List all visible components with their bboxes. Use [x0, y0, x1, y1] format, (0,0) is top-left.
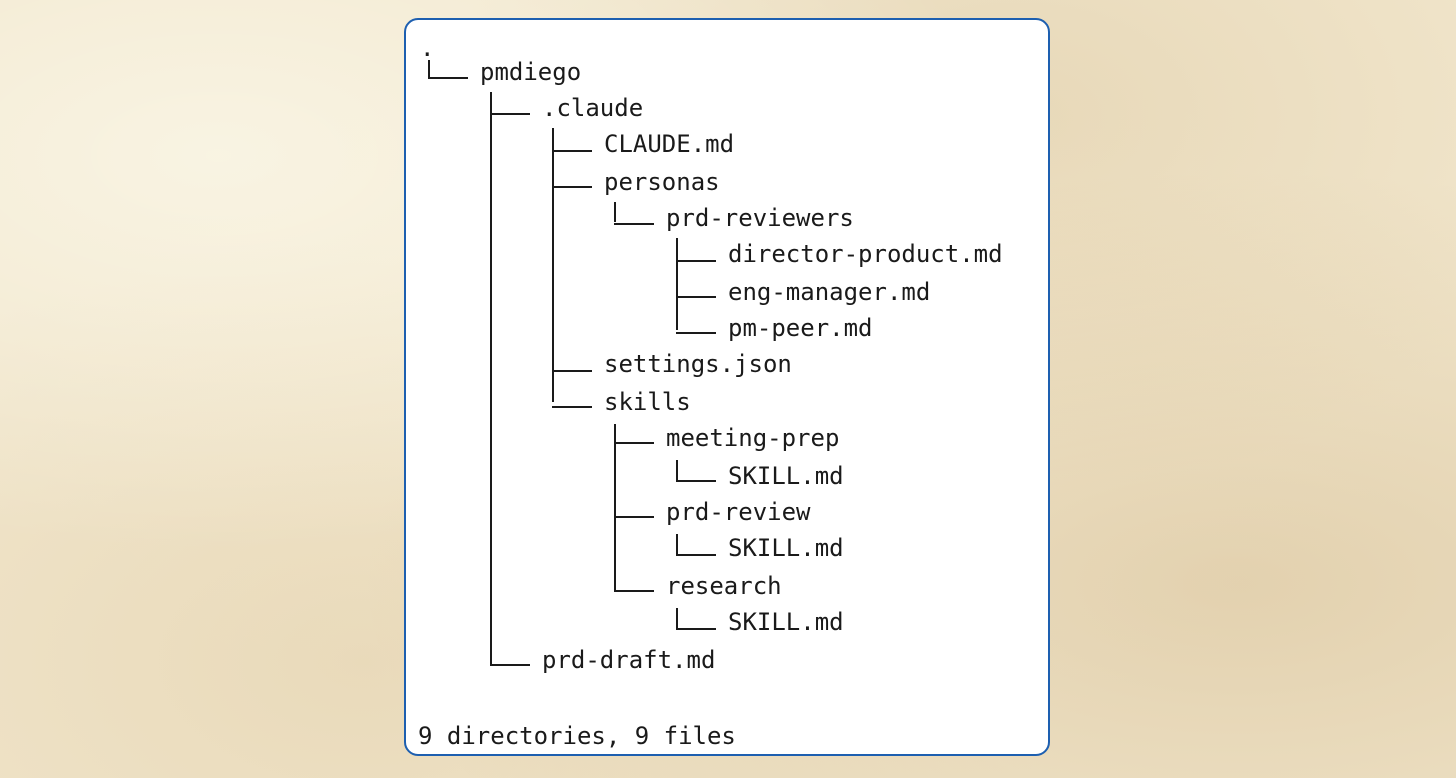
tree-entry-file[interactable]: SKILL.md [406, 534, 844, 562]
tree-root: . [406, 34, 464, 62]
tree-branch [552, 406, 592, 408]
tree-branch [676, 296, 716, 298]
tree-connector [676, 534, 678, 554]
tree-connector [614, 202, 616, 222]
tree-entry-dir[interactable]: .claude [406, 94, 643, 122]
tree-branch [614, 442, 654, 444]
tree-entry-dir[interactable]: prd-review [406, 498, 811, 526]
entry-name: director-product.md [728, 240, 1003, 268]
tree-entry-file[interactable]: settings.json [406, 350, 792, 378]
tree-connector [428, 60, 430, 78]
tree-connector [676, 608, 678, 628]
tree-entry-file[interactable]: SKILL.md [406, 608, 844, 636]
tree-entry-file[interactable]: eng-manager.md [406, 278, 930, 306]
tree-branch [552, 150, 592, 152]
tree-entry-dir[interactable]: skills [406, 388, 691, 416]
entry-name: settings.json [604, 350, 792, 378]
entry-name: CLAUDE.md [604, 130, 735, 158]
entry-name: pm-peer.md [728, 314, 873, 342]
tree-branch [490, 113, 530, 115]
tree-entry-file[interactable]: SKILL.md [406, 462, 844, 490]
tree-summary: 9 directories, 9 files [406, 722, 736, 750]
tree-connector [614, 424, 616, 590]
tree-entry-file[interactable]: CLAUDE.md [406, 130, 734, 158]
entry-name: research [666, 572, 782, 600]
tree-entry-dir[interactable]: prd-reviewers [406, 204, 854, 232]
entry-name: SKILL.md [728, 608, 844, 636]
tree-entry-file[interactable]: prd-draft.md [406, 646, 715, 674]
tree-entry-dir[interactable]: personas [406, 168, 720, 196]
tree-branch [428, 77, 468, 79]
entry-name: prd-reviewers [666, 204, 854, 232]
entry-name: .claude [542, 94, 644, 122]
tree-entry-file[interactable]: pm-peer.md [406, 314, 873, 342]
tree-connector [676, 460, 678, 480]
tree-connector [490, 92, 492, 664]
tree-branch [676, 554, 716, 556]
entry-name: eng-manager.md [728, 278, 931, 306]
tree-branch [676, 260, 716, 262]
entry-name: prd-draft.md [542, 646, 716, 674]
terminal-cursor [904, 755, 918, 756]
tree-root-label: . [420, 34, 435, 62]
tree-branch [614, 516, 654, 518]
tree-connector [676, 238, 678, 330]
entry-name: personas [604, 168, 720, 196]
tree-entry-dir[interactable]: research [406, 572, 782, 600]
tree-entry-dir[interactable]: meeting-prep [406, 424, 839, 452]
tree-entry-dir[interactable]: pmdiego [406, 58, 581, 86]
entry-name: meeting-prep [666, 424, 840, 452]
tree-branch [676, 480, 716, 482]
summary-text: 9 directories, 9 files [418, 722, 736, 750]
tree-branch [490, 664, 530, 666]
entry-name: pmdiego [480, 58, 582, 86]
entry-name: SKILL.md [728, 462, 844, 490]
tree-branch [676, 332, 716, 334]
tree-entry-file[interactable]: director-product.md [406, 240, 1003, 268]
tree-branch [552, 370, 592, 372]
tree-branch [552, 186, 592, 188]
entry-name: prd-review [666, 498, 811, 526]
entry-name: SKILL.md [728, 534, 844, 562]
entry-name: skills [604, 388, 691, 416]
tree-branch [614, 223, 654, 225]
tree-connector [552, 128, 554, 402]
terminal-window: . pmdiego .claude CLAUDE.md personas prd… [404, 18, 1050, 756]
tree-branch [676, 628, 716, 630]
tree-branch [614, 590, 654, 592]
